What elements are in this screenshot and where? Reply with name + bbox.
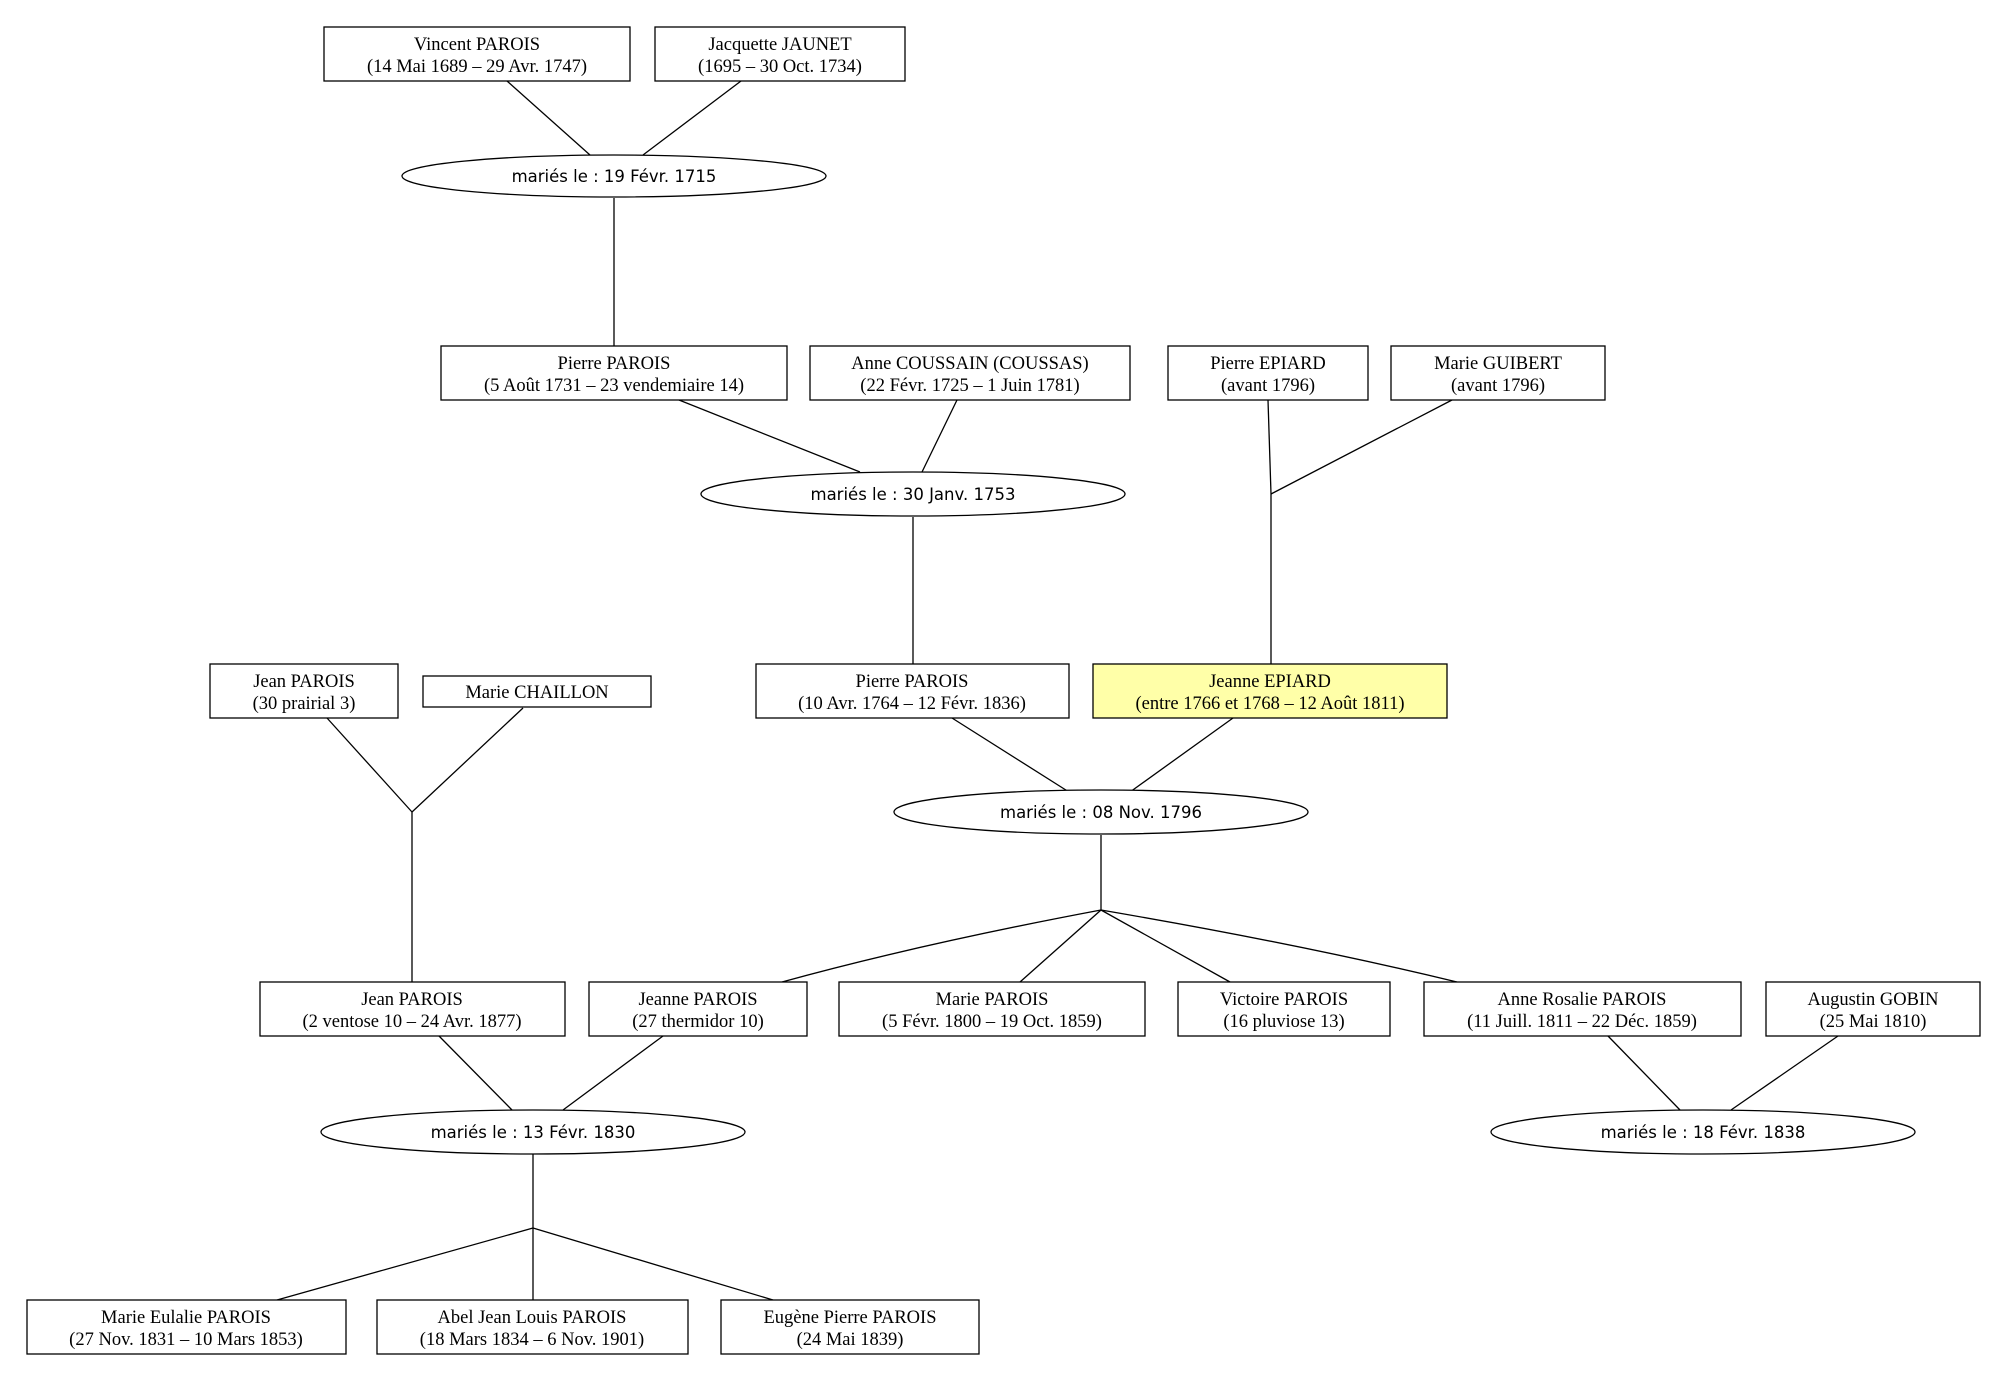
edge-line <box>1730 1035 1839 1111</box>
person-dates: (27 thermidor 10) <box>632 1012 764 1032</box>
person-dates: (30 prairial 3) <box>253 694 356 714</box>
edge-line <box>921 399 958 473</box>
person-node[interactable]: Pierre EPIARD (avant 1796) <box>1167 345 1369 401</box>
person-name: Anne Rosalie PAROIS <box>1498 990 1667 1010</box>
edge-line <box>276 1227 534 1301</box>
person-name: Jacquette JAUNET <box>708 35 851 55</box>
person-name: Marie Eulalie PAROIS <box>101 1308 271 1328</box>
person-name: Pierre PAROIS <box>856 672 969 692</box>
edge-line <box>1100 909 1231 983</box>
person-name: Pierre EPIARD <box>1210 354 1326 374</box>
marriage-node: mariés le : 30 Janv. 1753 <box>700 471 1126 517</box>
person-name: Augustin GOBIN <box>1807 990 1938 1010</box>
person-node[interactable]: Marie PAROIS (5 Févr. 1800 – 19 Oct. 185… <box>838 981 1146 1037</box>
edge-line <box>1267 399 1272 495</box>
edge-line <box>781 909 1102 983</box>
person-node[interactable]: Victoire PAROIS (16 pluviose 13) <box>1177 981 1391 1037</box>
person-name: Abel Jean Louis PAROIS <box>438 1308 627 1328</box>
person-node[interactable]: Augustin GOBIN (25 Mai 1810) <box>1765 981 1981 1037</box>
person-name: Eugène Pierre PAROIS <box>764 1308 937 1328</box>
person-name: Jean PAROIS <box>253 672 355 692</box>
marriage-label: mariés le : 18 Févr. 1838 <box>1601 1123 1806 1142</box>
edge-line <box>1019 909 1102 983</box>
person-node[interactable]: Jacquette JAUNET (1695 – 30 Oct. 1734) <box>654 26 906 82</box>
person-dates: (18 Mars 1834 – 6 Nov. 1901) <box>420 1330 644 1350</box>
person-dates: (10 Avr. 1764 – 12 Févr. 1836) <box>798 694 1026 714</box>
person-node[interactable]: Jean PAROIS (30 prairial 3) <box>209 663 399 719</box>
person-dates: (25 Mai 1810) <box>1820 1012 1927 1032</box>
person-node[interactable]: Jean PAROIS (2 ventose 10 – 24 Avr. 1877… <box>259 981 566 1037</box>
person-name: Victoire PAROIS <box>1220 990 1348 1010</box>
person-node[interactable]: Vincent PAROIS (14 Mai 1689 – 29 Avr. 17… <box>323 26 631 82</box>
person-name: Marie CHAILLON <box>465 683 608 703</box>
person-name: Vincent PAROIS <box>414 35 540 55</box>
person-dates: (16 pluviose 13) <box>1223 1012 1344 1032</box>
person-node[interactable]: Pierre PAROIS (10 Avr. 1764 – 12 Févr. 1… <box>755 663 1070 719</box>
person-node[interactable]: Marie CHAILLON <box>422 675 652 708</box>
edge-line <box>506 80 591 156</box>
edge-line <box>562 1035 664 1111</box>
tree-connectors <box>276 80 1839 1301</box>
person-name: Pierre PAROIS <box>558 354 671 374</box>
person-node[interactable]: Abel Jean Louis PAROIS (18 Mars 1834 – 6… <box>376 1299 689 1355</box>
person-dates: (avant 1796) <box>1221 376 1315 396</box>
edge-line <box>678 399 861 473</box>
person-dates: (1695 – 30 Oct. 1734) <box>698 57 862 77</box>
person-node[interactable]: Eugène Pierre PAROIS (24 Mai 1839) <box>720 1299 980 1355</box>
person-name: Jeanne EPIARD <box>1209 672 1331 692</box>
person-node[interactable]: Anne COUSSAIN (COUSSAS) (22 Févr. 1725 –… <box>809 345 1131 401</box>
person-name: Anne COUSSAIN (COUSSAS) <box>851 354 1088 374</box>
person-name: Marie GUIBERT <box>1434 354 1562 374</box>
person-dates: (5 Févr. 1800 – 19 Oct. 1859) <box>882 1012 1102 1032</box>
person-dates: (avant 1796) <box>1451 376 1545 396</box>
marriage-node: mariés le : 13 Févr. 1830 <box>320 1109 746 1155</box>
person-name: Jean PAROIS <box>361 990 463 1010</box>
person-dates: (2 ventose 10 – 24 Avr. 1877) <box>302 1012 521 1032</box>
marriage-label: mariés le : 19 Févr. 1715 <box>512 167 717 186</box>
edge-line <box>1100 909 1458 983</box>
person-node[interactable]: Marie GUIBERT (avant 1796) <box>1390 345 1606 401</box>
edge-line <box>438 1035 513 1111</box>
marriage-label: mariés le : 08 Nov. 1796 <box>1000 803 1202 822</box>
person-dates: (5 Août 1731 – 23 vendemiaire 14) <box>484 376 744 396</box>
person-name: Marie PAROIS <box>936 990 1049 1010</box>
person-dates: (22 Févr. 1725 – 1 Juin 1781) <box>860 376 1079 396</box>
person-dates: (14 Mai 1689 – 29 Avr. 1747) <box>367 57 587 77</box>
person-node[interactable]: Jeanne PAROIS (27 thermidor 10) <box>588 981 808 1037</box>
marriage-label: mariés le : 13 Févr. 1830 <box>431 1123 636 1142</box>
edge-line <box>642 80 742 156</box>
person-node[interactable]: Anne Rosalie PAROIS (11 Juill. 1811 – 22… <box>1423 981 1742 1037</box>
edge-line <box>1270 399 1453 495</box>
person-dates: (24 Mai 1839) <box>797 1330 904 1350</box>
person-node[interactable]: Marie Eulalie PAROIS (27 Nov. 1831 – 10 … <box>26 1299 347 1355</box>
person-name: Jeanne PAROIS <box>638 990 757 1010</box>
marriage-node: mariés le : 19 Févr. 1715 <box>401 154 827 198</box>
person-node[interactable]: Pierre PAROIS (5 Août 1731 – 23 vendemia… <box>440 345 788 401</box>
edge-line <box>1607 1035 1681 1111</box>
marriage-node: mariés le : 18 Févr. 1838 <box>1490 1109 1916 1155</box>
marriage-label: mariés le : 30 Janv. 1753 <box>811 485 1016 504</box>
person-dates: (11 Juill. 1811 – 22 Déc. 1859) <box>1467 1012 1697 1032</box>
person-dates: (entre 1766 et 1768 – 12 Août 1811) <box>1135 694 1404 714</box>
marriage-node: mariés le : 08 Nov. 1796 <box>893 789 1309 835</box>
edge-line <box>532 1227 774 1301</box>
person-node-highlighted[interactable]: Jeanne EPIARD (entre 1766 et 1768 – 12 A… <box>1092 663 1448 719</box>
edge-line <box>951 717 1070 793</box>
edge-line <box>411 707 524 813</box>
edge-line <box>1129 717 1234 793</box>
edge-line <box>326 717 413 813</box>
person-dates: (27 Nov. 1831 – 10 Mars 1853) <box>69 1330 303 1350</box>
